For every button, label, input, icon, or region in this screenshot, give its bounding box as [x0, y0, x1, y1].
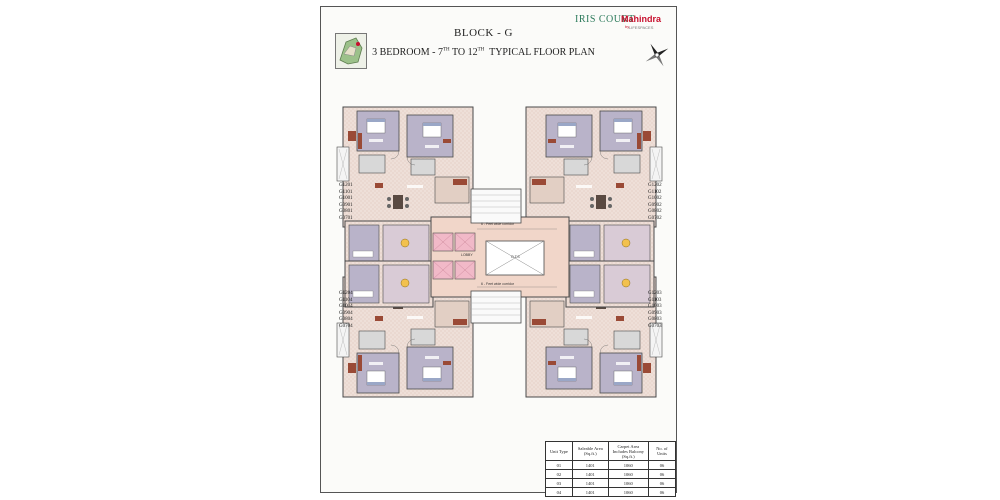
lobby-label: LOBBY	[461, 253, 473, 257]
table-row: 01 1401 1060 06	[545, 460, 677, 470]
brand-logo: IRIS COURT by Mahindra LIFESPACES	[575, 14, 671, 38]
unit-number: G1101	[339, 189, 353, 195]
brand-sub: LIFESPACES	[629, 25, 654, 30]
unit-number: G0902	[648, 202, 662, 208]
unit-number: G1203	[648, 291, 662, 296]
area-table: Unit Type Saleable Area (Sq.ft.) Carpet …	[545, 441, 677, 497]
unit-number: G0802	[648, 209, 662, 215]
cell: 06	[647, 487, 677, 497]
table-row: 02 1401 1060 06	[545, 469, 677, 479]
unit-number: G1004	[339, 304, 353, 310]
unit-number: G0901	[339, 202, 353, 208]
plan-title: 3 BEDROOM - 7TH TO 12TH TYPICAL FLOOR PL…	[306, 47, 661, 58]
block-title: BLOCK - G	[454, 27, 513, 39]
cell: 1060	[607, 460, 649, 470]
unit-number: G1204	[339, 291, 353, 296]
unit-number: G0702	[648, 215, 662, 221]
cell: 1401	[571, 469, 609, 479]
cell: 1060	[607, 487, 649, 497]
floor-plan-sheet: IRIS COURT by Mahindra LIFESPACES BLOCK …	[320, 6, 677, 497]
unit-number: G1003	[648, 304, 662, 310]
unit-number: G1002	[648, 196, 662, 202]
col-carpet-area: Carpet Area Includes Balcony (Sq.ft.)	[607, 441, 649, 461]
area-table-header: Unit Type Saleable Area (Sq.ft.) Carpet …	[545, 441, 677, 461]
unit-number: G0803	[648, 317, 662, 323]
unit-number: G1104	[339, 297, 353, 303]
floor-plan-drawing	[336, 106, 663, 398]
unit-number: G0801	[339, 209, 353, 215]
unit-number: G1103	[648, 297, 662, 303]
plan-title-sup: TH	[477, 47, 485, 53]
corridor-label-top: 6 - Feet wide corridor	[481, 222, 515, 226]
unit-number: G1202	[648, 183, 662, 188]
plan-title-part: 3 BEDROOM - 7	[372, 47, 443, 58]
plan-title-part: TO 12	[449, 47, 478, 58]
unit-number: G0904	[339, 310, 353, 316]
cell: 1060	[607, 469, 649, 479]
cell: 1401	[571, 487, 609, 497]
cell: 06	[647, 469, 677, 479]
plan-title-sup: TH	[442, 47, 450, 53]
table-row: 04 1401 1060 06	[545, 487, 677, 497]
unit-number: G0903	[648, 310, 662, 316]
unit-list-top-right: G1202 G1102 G1002 G0902 G0802 G0702	[648, 183, 662, 223]
ots-label: O.T.S	[511, 255, 520, 259]
unit-number: G1201	[339, 183, 353, 188]
key-plan	[335, 33, 367, 69]
unit-number: G1102	[648, 189, 662, 195]
cell: 02	[545, 469, 573, 479]
unit-number: G0703	[648, 323, 662, 329]
unit-number: G0804	[339, 317, 353, 323]
cell: 03	[545, 478, 573, 488]
unit-number: G0704	[339, 323, 353, 329]
unit-number: G1001	[339, 196, 353, 202]
plan-title-part: TYPICAL FLOOR PLAN	[484, 47, 595, 58]
unit-list-bottom-left: G1204 G1104 G1004 G0904 G0804 G0704	[339, 291, 353, 331]
brand-name: Mahindra	[621, 14, 662, 24]
north-arrow-icon	[643, 41, 671, 69]
table-row: 03 1401 1060 06	[545, 478, 677, 488]
cell: 06	[647, 460, 677, 470]
unit-list-bottom-right: G1203 G1103 G1003 G0903 G0803 G0703	[648, 291, 662, 331]
cell: 04	[545, 487, 573, 497]
col-no-of-units: No. of Units	[647, 441, 677, 461]
unit-list-top-left: G1201 G1101 G1001 G0901 G0801 G0701	[339, 183, 353, 223]
cell: 1060	[607, 478, 649, 488]
cell: 06	[647, 478, 677, 488]
project-name: IRIS COURT	[575, 14, 635, 25]
unit-number: G0701	[339, 215, 353, 221]
logo-by: by	[625, 24, 630, 29]
cell: 1401	[571, 460, 609, 470]
corridor-label-bottom: 6 - Feet wide corridor	[481, 282, 515, 286]
col-saleable-area: Saleable Area (Sq.ft.)	[571, 441, 609, 461]
cell: 1401	[571, 478, 609, 488]
cell: 01	[545, 460, 573, 470]
col-unit-type: Unit Type	[545, 441, 573, 461]
